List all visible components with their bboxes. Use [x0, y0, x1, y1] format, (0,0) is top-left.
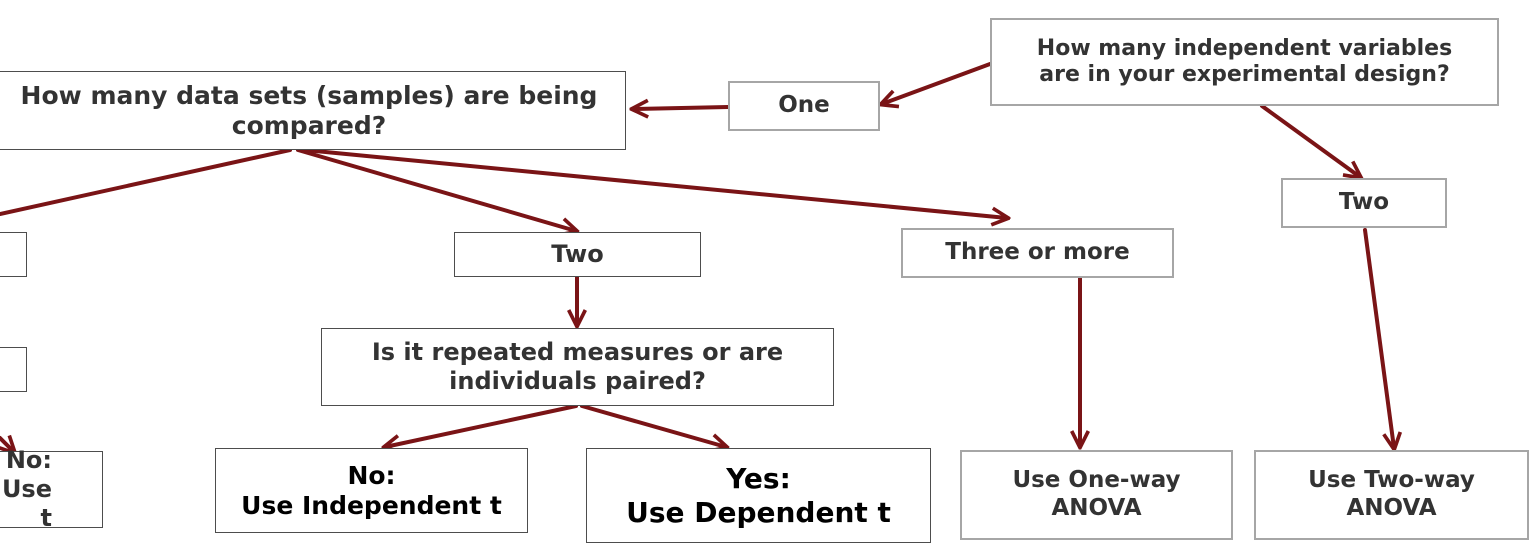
two-way-anova-line1: Use Two-way	[1308, 467, 1475, 494]
partial-box-lower	[0, 347, 27, 392]
arrow-left-to-partial-result	[0, 438, 14, 452]
one-way-anova-box: Use One-way ANOVA	[960, 450, 1233, 540]
yes-dependent-t-line2: Use Dependent t	[626, 495, 891, 529]
arrow-iv-to-one	[882, 62, 992, 104]
one-iv-label: One	[778, 92, 830, 119]
arrow-one-to-datasets	[633, 107, 730, 109]
one-way-anova-line1: Use One-way	[1012, 467, 1181, 494]
no-independent-t-line2: Use Independent t	[241, 490, 502, 520]
independent-variables-question-line2: are in your experimental design?	[1039, 62, 1450, 87]
arrow-repeated-to-no	[385, 404, 578, 447]
no-independent-t-box: No: Use Independent t	[215, 448, 528, 533]
arrow-repeated-to-yes	[580, 404, 726, 447]
two-iv-box: Two	[1281, 178, 1447, 228]
arrow-datasets-to-three	[303, 148, 1007, 218]
arrow-iv-to-two	[1260, 104, 1360, 177]
yes-dependent-t-box: Yes: Use Dependent t	[586, 448, 931, 543]
datasets-question-line1: How many data sets (samples) are being	[20, 80, 598, 110]
arrow-two-to-twoway	[1363, 228, 1394, 448]
datasets-question: How many data sets (samples) are being c…	[0, 71, 626, 150]
two-iv-label: Two	[1338, 189, 1390, 216]
independent-variables-question: How many independent variables are in yo…	[990, 18, 1499, 106]
datasets-question-line2: compared?	[231, 110, 387, 140]
one-iv-box: One	[728, 81, 880, 131]
yes-dependent-t-line1: Yes:	[726, 461, 791, 495]
repeated-measures-question-line1: Is it repeated measures or are	[371, 338, 784, 367]
partial-result-box: No: Use t	[0, 446, 103, 532]
two-samples-label: Two	[551, 240, 604, 269]
partial-box-upper	[0, 232, 27, 277]
two-samples-box: Two	[454, 232, 701, 277]
two-way-anova-line2: ANOVA	[1346, 495, 1437, 521]
one-way-anova-line2: ANOVA	[1051, 495, 1142, 521]
repeated-measures-question-line2: individuals paired?	[449, 367, 706, 395]
arrow-datasets-to-two	[296, 148, 576, 231]
no-independent-t-line1: No:	[347, 460, 396, 490]
three-or-more-box: Three or more	[901, 228, 1174, 278]
partial-result-line1: No:	[5, 446, 52, 475]
partial-result-line2: Use t	[1, 475, 52, 532]
independent-variables-question-line1: How many independent variables	[1036, 35, 1453, 61]
two-way-anova-box: Use Two-way ANOVA	[1254, 450, 1529, 540]
arrow-datasets-to-left	[0, 148, 292, 216]
three-or-more-label: Three or more	[945, 239, 1130, 266]
repeated-measures-question: Is it repeated measures or are individua…	[321, 328, 834, 406]
